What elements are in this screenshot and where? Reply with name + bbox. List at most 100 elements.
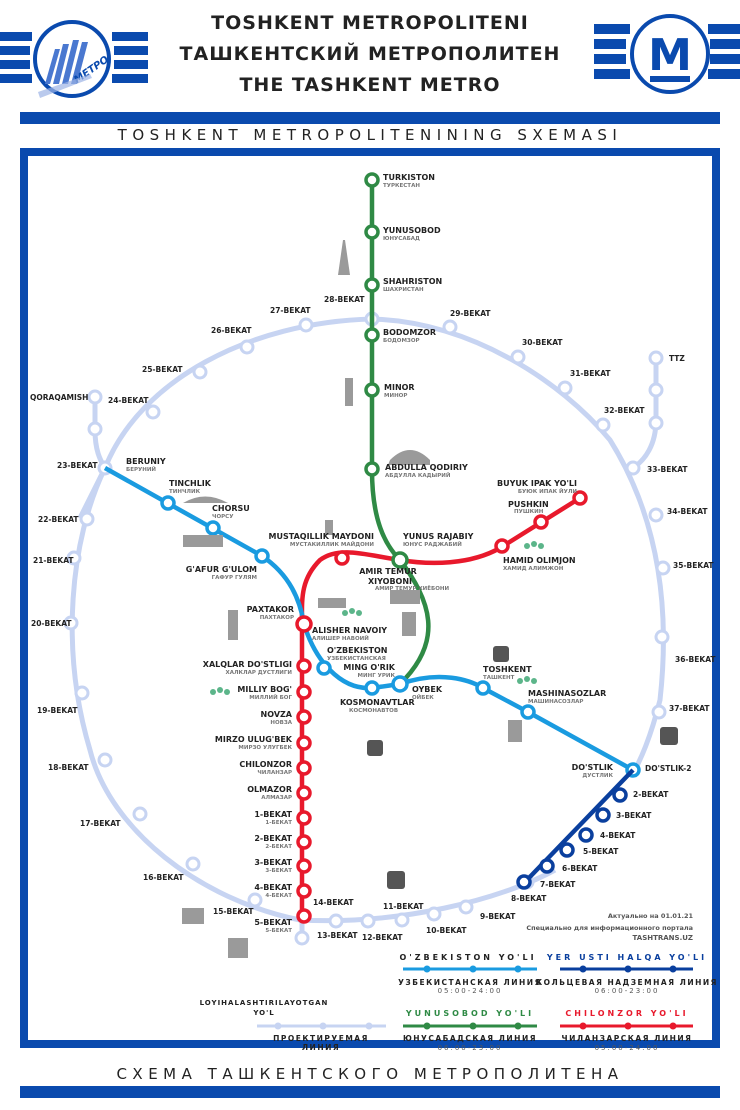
svg-text:3-БЕКАТ: 3-БЕКАТ	[265, 868, 292, 874]
station-hamid-olimjon[interactable]: HAMID OLIMJON	[503, 556, 576, 565]
svg-text:19-BEKAT[interactable]: 19-BEKAT	[37, 706, 78, 715]
svg-text:11-BEKAT[interactable]: 11-BEKAT	[383, 902, 424, 911]
station-ozbekiston[interactable]: O'ZBEKISTON	[327, 646, 388, 655]
svg-text:4-БЕКАТ: 4-БЕКАТ	[265, 893, 292, 899]
svg-text:25-BEKAT[interactable]: 25-BEKAT	[142, 365, 183, 374]
station-alisher-navoiy[interactable]: ALISHER NAVOIY	[312, 626, 387, 635]
station-beruniy[interactable]: BERUNIY	[126, 457, 166, 466]
svg-text:26-BEKAT[interactable]: 26-BEKAT	[211, 326, 252, 335]
svg-text:32-BEKAT[interactable]: 32-BEKAT	[604, 406, 645, 415]
svg-text:CHILONZOR YO'LI: CHILONZOR YO'LI	[565, 1009, 688, 1018]
svg-text:16-BEKAT[interactable]: 16-BEKAT	[143, 873, 184, 882]
svg-text:4-BEKAT[interactable]: 4-BEKAT	[600, 831, 636, 840]
station-ttz[interactable]: TTZ	[669, 354, 685, 363]
svg-text:УЗБЕКИСТАНСКАЯ ЛИНИЯ: УЗБЕКИСТАНСКАЯ ЛИНИЯ	[398, 978, 542, 987]
station-kosmonavtlar[interactable]: KOSMONAVTLAR	[340, 698, 415, 707]
svg-text:18-BEKAT[interactable]: 18-BEKAT	[48, 763, 89, 772]
station-minor[interactable]: MINOR	[384, 383, 415, 392]
station-oybek[interactable]: OYBEK	[412, 685, 443, 694]
station-abdulla-qodiriy[interactable]: ABDULLA QODIRIY	[385, 463, 468, 472]
svg-text:13-BEKAT[interactable]: 13-BEKAT	[317, 931, 358, 940]
svg-text:МАШИНАСОЗЛАР: МАШИНАСОЗЛАР	[528, 699, 583, 705]
station-xalqlar-dostligi[interactable]: XALQLAR DO'STLIGI	[203, 660, 292, 669]
station-tinchlik[interactable]: TINCHLIK	[169, 479, 212, 488]
svg-text:35-BEKAT[interactable]: 35-BEKAT	[673, 561, 714, 570]
svg-text:YER USTI HALQA YO'LI: YER USTI HALQA YO'LI	[546, 953, 707, 962]
station-chilonzor[interactable]: CHILONZOR	[239, 760, 292, 769]
footer-subtitle: СХЕМА ТАШКЕНТСКОГО МЕТРОПОЛИТЕНА	[116, 1065, 624, 1083]
station-paxtakor[interactable]: PAXTAKOR	[247, 605, 294, 614]
station-qoraqamish[interactable]: QORAQAMISH	[30, 393, 88, 402]
svg-text:27-BEKAT[interactable]: 27-BEKAT	[270, 306, 311, 315]
station-mirzo-ulugbek[interactable]: MIRZO ULUG'BEK	[215, 735, 293, 744]
station-olmazor[interactable]: OLMAZOR	[247, 785, 292, 794]
svg-text:33-BEKAT[interactable]: 33-BEKAT	[647, 465, 688, 474]
svg-text:14-BEKAT[interactable]: 14-BEKAT	[313, 898, 354, 907]
station-amir-temur[interactable]: AMIR TEMUR	[359, 567, 417, 576]
station-chil-5-bekat[interactable]: 5-BEKAT	[254, 918, 292, 927]
svg-text:ШАХРИСТАН: ШАХРИСТАН	[383, 287, 424, 293]
station-pushkin[interactable]: PUSHKIN	[508, 500, 549, 509]
train-station-icons	[367, 646, 509, 756]
svg-text:3-BEKAT[interactable]: 3-BEKAT	[616, 811, 652, 820]
station-chil-2-bekat[interactable]: 2-BEKAT	[254, 834, 292, 843]
svg-text:1-БЕКАТ: 1-БЕКАТ	[265, 820, 292, 826]
svg-text:6-BEKAT[interactable]: 6-BEKAT	[562, 864, 598, 873]
svg-text:БЕРУНИЙ: БЕРУНИЙ	[126, 465, 156, 473]
svg-text:37-BEKAT[interactable]: 37-BEKAT	[669, 704, 710, 713]
station-milliy-bog[interactable]: MILLIY BOG'	[237, 685, 292, 694]
station-chil-3-bekat[interactable]: 3-BEKAT	[254, 858, 292, 867]
svg-text:21-BEKAT[interactable]: 21-BEKAT	[33, 556, 74, 565]
svg-text:22-BEKAT[interactable]: 22-BEKAT	[38, 515, 79, 524]
station-novza[interactable]: NOVZA	[261, 710, 293, 719]
planned-ring-stations	[63, 311, 671, 946]
station-yunus-rajabiy[interactable]: YUNUS RAJABIY	[402, 532, 474, 541]
svg-text:ПРОЕКТИРУЕМАЯ: ПРОЕКТИРУЕМАЯ	[273, 1034, 369, 1043]
svg-text:30-BEKAT[interactable]: 30-BEKAT	[522, 338, 563, 347]
svg-text:15-BEKAT[interactable]: 15-BEKAT	[213, 907, 254, 916]
svg-text:34-BEKAT[interactable]: 34-BEKAT	[667, 507, 708, 516]
svg-text:ТАШКЕНТ: ТАШКЕНТ	[483, 675, 515, 681]
svg-text:XIYOBONI: XIYOBONI	[368, 577, 412, 586]
svg-text:12-BEKAT[interactable]: 12-BEKAT	[362, 933, 403, 942]
station-dostlik-2[interactable]: DO'STLIK-2	[645, 764, 691, 773]
svg-text:31-BEKAT[interactable]: 31-BEKAT	[570, 369, 611, 378]
svg-text:23-BEKAT[interactable]: 23-BEKAT	[57, 461, 98, 470]
station-chorsu[interactable]: CHORSU	[212, 504, 250, 513]
note-portal[interactable]: TASHTRANS.UZ	[633, 934, 693, 942]
station-chil-4-bekat[interactable]: 4-BEKAT	[254, 883, 292, 892]
svg-text:9-BEKAT[interactable]: 9-BEKAT	[480, 912, 516, 921]
yunusobod-line	[369, 180, 431, 686]
svg-text:10-BEKAT[interactable]: 10-BEKAT	[426, 926, 467, 935]
svg-text:ГАФУР ГУЛЯМ: ГАФУР ГУЛЯМ	[212, 575, 257, 581]
station-bodomzor[interactable]: BODOMZOR	[383, 328, 436, 337]
station-dostlik[interactable]: DO'STLIK	[572, 763, 614, 772]
svg-text:ХАЛКЛАР ДУСТЛИГИ: ХАЛКЛАР ДУСТЛИГИ	[225, 670, 292, 676]
svg-text:20-BEKAT[interactable]: 20-BEKAT	[31, 619, 72, 628]
station-turkiston[interactable]: TURKISTON	[383, 173, 435, 182]
station-gafur-gulom[interactable]: G'AFUR G'ULOM	[186, 565, 257, 574]
svg-text:36-BEKAT[interactable]: 36-BEKAT	[675, 655, 716, 664]
svg-text:28-BEKAT[interactable]: 28-BEKAT	[324, 295, 365, 304]
svg-text:05:00-24:00: 05:00-24:00	[438, 987, 503, 995]
chilonzor-stations	[296, 490, 588, 924]
station-toshkent[interactable]: TOSHKENT	[483, 665, 532, 674]
station-mashinasozlar[interactable]: MASHINASOZLAR	[528, 689, 606, 698]
station-ming-orik[interactable]: MING O'RIK	[343, 663, 395, 672]
svg-text:7-BEKAT[interactable]: 7-BEKAT	[540, 880, 576, 889]
svg-text:ПУШКИН: ПУШКИН	[514, 509, 544, 515]
svg-text:17-BEKAT[interactable]: 17-BEKAT	[80, 819, 121, 828]
svg-text:5-BEKAT[interactable]: 5-BEKAT	[583, 847, 619, 856]
note-special: Специально для информационного портала	[526, 924, 693, 932]
station-shahriston[interactable]: SHAHRISTON	[383, 277, 442, 286]
svg-text:ЧОРСУ: ЧОРСУ	[212, 514, 234, 520]
station-buyuk-ipak-yoli[interactable]: BUYUK IPAK YO'LI	[497, 479, 577, 488]
svg-text:24-BEKAT[interactable]: 24-BEKAT	[108, 396, 149, 405]
station-yunusobod[interactable]: YUNUSOBOD	[382, 226, 441, 235]
station-mustaqillik-maydoni[interactable]: MUSTAQILLIK MAYDONI	[269, 532, 374, 541]
station-chil-1-bekat[interactable]: 1-BEKAT	[254, 810, 292, 819]
svg-text:АМИР ТЕМУР ХИЁБОНИ: АМИР ТЕМУР ХИЁБОНИ	[375, 585, 450, 592]
svg-text:8-BEKAT[interactable]: 8-BEKAT	[511, 894, 547, 903]
svg-text:29-BEKAT[interactable]: 29-BEKAT	[450, 309, 491, 318]
svg-text:2-BEKAT[interactable]: 2-BEKAT	[633, 790, 669, 799]
